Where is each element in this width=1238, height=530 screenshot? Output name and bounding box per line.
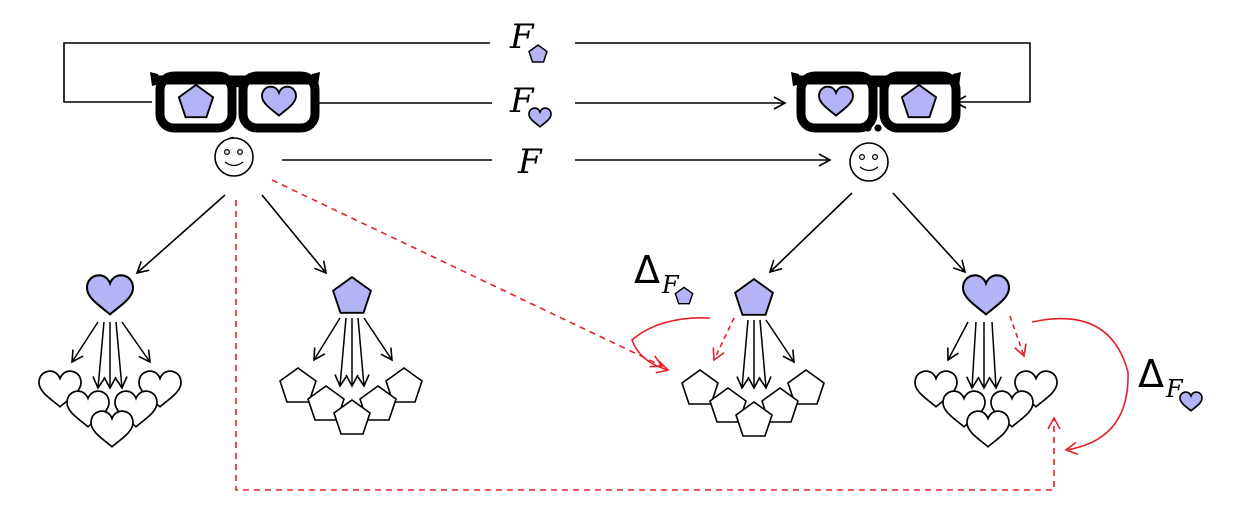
- smiley-face-icon: [214, 137, 254, 177]
- label-f-pentagon: F: [509, 17, 548, 63]
- svg-text:F: F: [517, 142, 543, 182]
- delta-heart-arrow: [1031, 317, 1129, 455]
- left-face: [214, 137, 254, 177]
- svg-text:Δ: Δ: [634, 248, 660, 292]
- right-glasses: [791, 71, 961, 133]
- svg-text:Δ: Δ: [1138, 352, 1164, 396]
- pentagon-icon: [734, 278, 774, 316]
- right-heart-cluster: [914, 274, 1058, 448]
- left-glasses: [150, 71, 320, 144]
- heart-icon: [528, 107, 552, 128]
- delta-pentagon-arrow: [631, 317, 711, 374]
- heart-icon: [1179, 391, 1203, 412]
- right-pentagon-cluster: [681, 278, 825, 437]
- left-pentagon-cluster: [279, 276, 423, 435]
- left-heart-cluster: [38, 274, 182, 448]
- smiley-face-icon: [849, 142, 889, 182]
- right-face-branches: [768, 192, 967, 274]
- pentagon-icon: [332, 276, 372, 314]
- red-dashed-links: [235, 179, 1061, 491]
- svg-text:F: F: [661, 271, 680, 299]
- label-delta-pentagon: Δ F: [634, 248, 694, 305]
- right-face: [849, 142, 889, 182]
- label-delta-heart: Δ F: [1138, 352, 1203, 412]
- heart-icon: [961, 274, 1011, 316]
- heart-icon: [85, 274, 135, 316]
- label-f: F: [517, 142, 543, 182]
- svg-text:F: F: [1165, 375, 1184, 403]
- left-face-branches: [135, 194, 328, 275]
- f-pentagon-route: [63, 42, 1031, 109]
- label-f-heart: F: [509, 81, 552, 128]
